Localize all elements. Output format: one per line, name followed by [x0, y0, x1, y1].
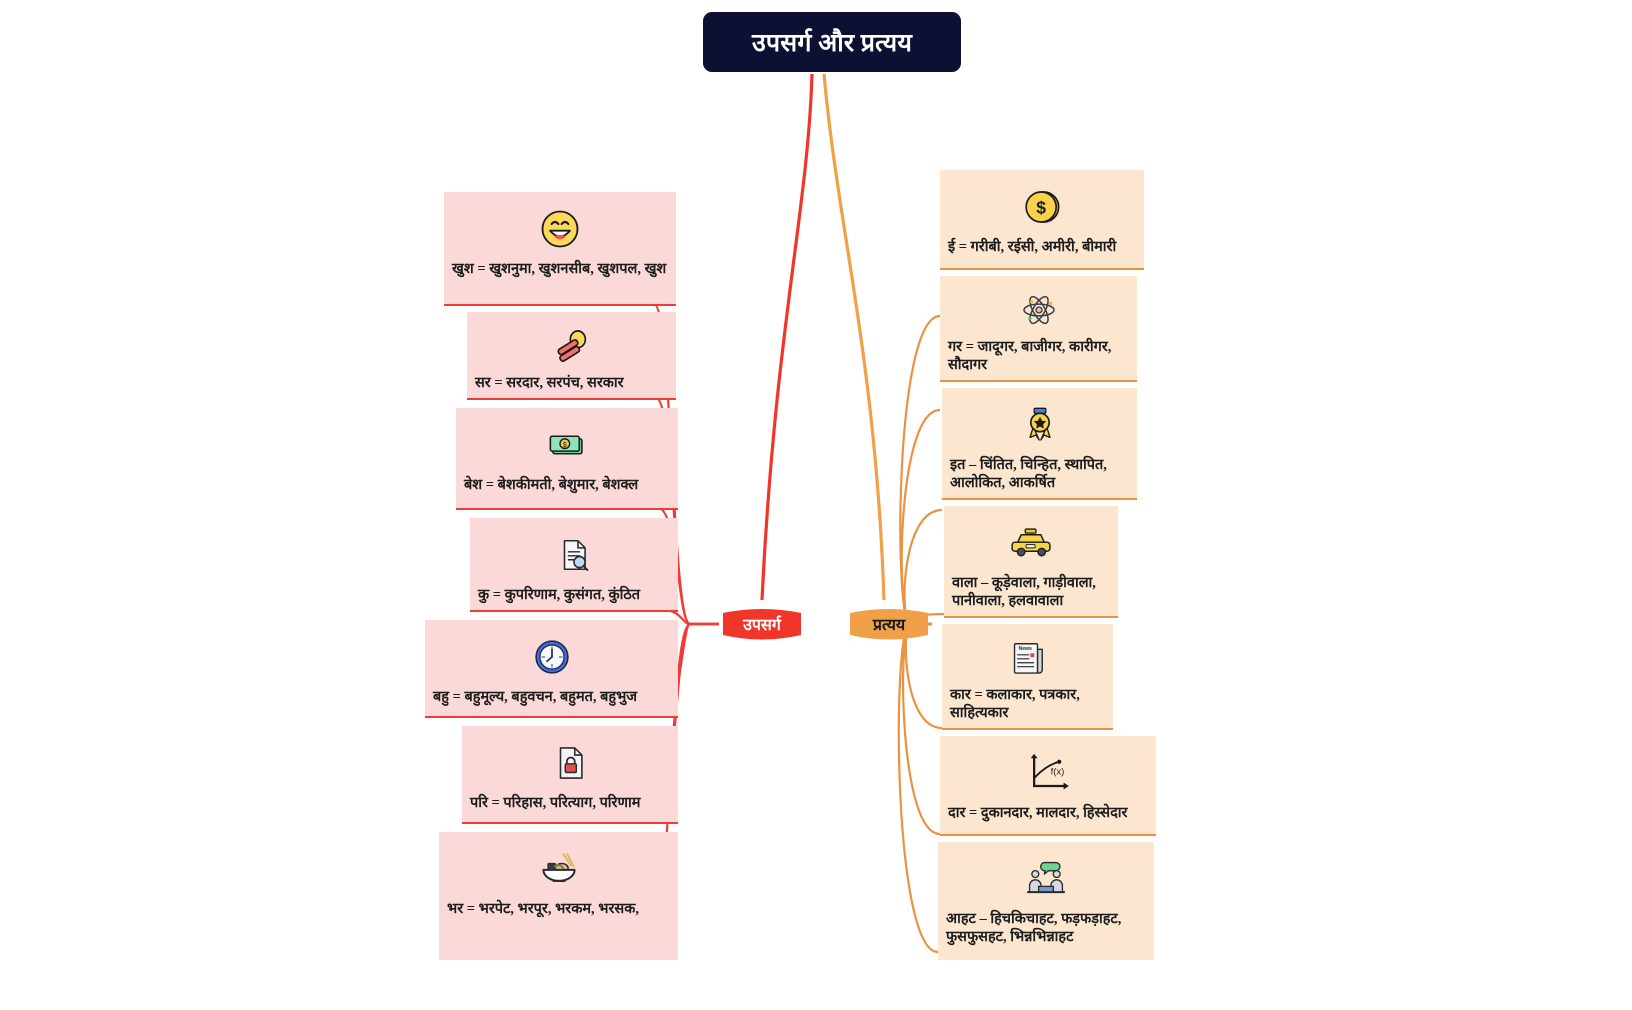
document-search-icon	[478, 528, 670, 582]
card-right-3-underline	[942, 498, 1137, 500]
card-left-4[interactable]: कु = कुपरिणाम, कुसंगत, कुंठित	[470, 518, 678, 610]
atom-icon	[948, 286, 1129, 334]
card-left-3-underline	[456, 508, 678, 510]
card-right-3-text: इत – चिंतित, चिन्हित, स्थापित, आलोकित, आ…	[950, 456, 1107, 491]
card-left-5[interactable]: बहु = बहुमूल्य, बहुवचन, बहुमत, बहुभुज	[425, 620, 678, 716]
card-left-5-text: बहु = बहुमूल्य, बहुवचन, बहुमत, बहुभुज	[433, 689, 638, 705]
prefix-pill-shape	[723, 609, 801, 640]
card-right-1[interactable]: $ ई = गरीबी, रईसी, अमीरी, बीमारी	[940, 170, 1144, 268]
card-left-4-underline	[470, 610, 678, 612]
card-left-6[interactable]: परि = परिहास, परित्याग, परिणाम	[462, 726, 678, 822]
locked-document-icon	[470, 736, 670, 790]
branch-label-suffix: प्रत्यय	[872, 617, 906, 634]
clock-icon	[433, 630, 670, 684]
money-banknote-icon: $	[464, 418, 670, 472]
svg-text:$: $	[1036, 198, 1046, 218]
svg-text:$: $	[563, 442, 567, 449]
card-right-2-underline	[940, 380, 1137, 382]
people-talking-icon	[946, 852, 1146, 906]
branch-label-prefix: उपसर्ग	[743, 617, 781, 634]
svg-text:News: News	[1018, 646, 1032, 652]
svg-text:f(x): f(x)	[1051, 767, 1065, 778]
card-left-4-text: कु = कुपरिणाम, कुसंगत, कुंठित	[478, 586, 641, 603]
card-right-6-underline	[940, 834, 1156, 836]
root-node[interactable]: उपसर्ग और प्रत्यय	[703, 12, 961, 72]
card-left-1-underline	[444, 304, 676, 306]
card-right-4-text: वाला – कूड़ेवाला, गाड़ीवाला, पानीवाला, ह…	[952, 574, 1096, 609]
card-left-2-underline	[467, 398, 676, 400]
card-right-7[interactable]: आहट – हिचकिचाहट, फड़फड़ाहट, फुसफुसहट, भि…	[938, 842, 1154, 960]
card-right-3[interactable]: इत – चिंतित, चिन्हित, स्थापित, आलोकित, आ…	[942, 388, 1137, 498]
newspaper-icon: News	[950, 634, 1105, 682]
card-right-1-text: ई = गरीबी, रईसी, अमीरी, बीमारी	[948, 239, 1117, 255]
card-left-5-underline	[425, 716, 678, 718]
root-title: उपसर्ग और प्रत्यय	[751, 30, 913, 57]
grinning-face-icon	[452, 202, 668, 256]
function-graph-icon: f(x)	[948, 746, 1148, 800]
award-medal-icon	[950, 398, 1129, 452]
card-left-3-text: बेश = बेशकीमती, बेशुमार, बेशक्ल	[464, 477, 639, 493]
card-left-1-text: खुश = खुशनुमा, खुशनसीब, खुशपल, खुश	[452, 261, 667, 277]
card-right-2-text: गर = जादूगर, बाजीगर, कारीगर, सौदागर	[948, 338, 1112, 373]
card-left-6-underline	[462, 822, 678, 824]
card-right-4[interactable]: वाला – कूड़ेवाला, गाड़ीवाला, पानीवाला, ह…	[944, 506, 1118, 616]
card-right-2[interactable]: गर = जादूगर, बाजीगर, कारीगर, सौदागर	[940, 276, 1137, 380]
card-left-1[interactable]: खुश = खुशनुमा, खुशनसीब, खुशपल, खुश	[444, 192, 676, 304]
card-right-5-text: कार = कलाकार, पत्रकार, साहित्यकार	[950, 686, 1080, 721]
dollar-coin-icon: $	[948, 180, 1136, 234]
card-right-1-underline	[940, 268, 1144, 270]
card-right-6[interactable]: f(x) दार = दुकानदार, मालदार, हिस्सेदार	[940, 736, 1156, 834]
card-right-4-underline	[944, 616, 1118, 618]
branch-node-suffix[interactable]: प्रत्यय	[846, 603, 932, 645]
card-left-2-text: सर = सरदार, सरपंच, सरकार	[475, 374, 624, 391]
stamp-icon	[475, 322, 668, 370]
card-right-7-text: आहट – हिचकिचाहट, फड़फड़ाहट, फुसफुसहट, भि…	[946, 911, 1122, 946]
card-left-2[interactable]: सर = सरदार, सरपंच, सरकार	[467, 312, 676, 398]
noodle-bowl-icon	[447, 842, 670, 896]
taxi-icon	[952, 516, 1110, 570]
card-right-5[interactable]: News कार = कलाकार, पत्रकार, साहित्यकार	[942, 624, 1113, 728]
branch-node-prefix[interactable]: उपसर्ग	[719, 603, 805, 645]
card-right-6-text: दार = दुकानदार, मालदार, हिस्सेदार	[948, 805, 1128, 821]
card-right-5-underline	[942, 728, 1113, 730]
card-left-6-text: परि = परिहास, परित्याग, परिणाम	[470, 795, 641, 811]
card-left-7-text: भर = भरपेट, भरपूर, भरकम, भरसक,	[447, 901, 639, 917]
card-left-7[interactable]: भर = भरपेट, भरपूर, भरकम, भरसक,	[439, 832, 678, 960]
card-left-3[interactable]: $ बेश = बेशकीमती, बेशुमार, बेशक्ल	[456, 408, 678, 508]
